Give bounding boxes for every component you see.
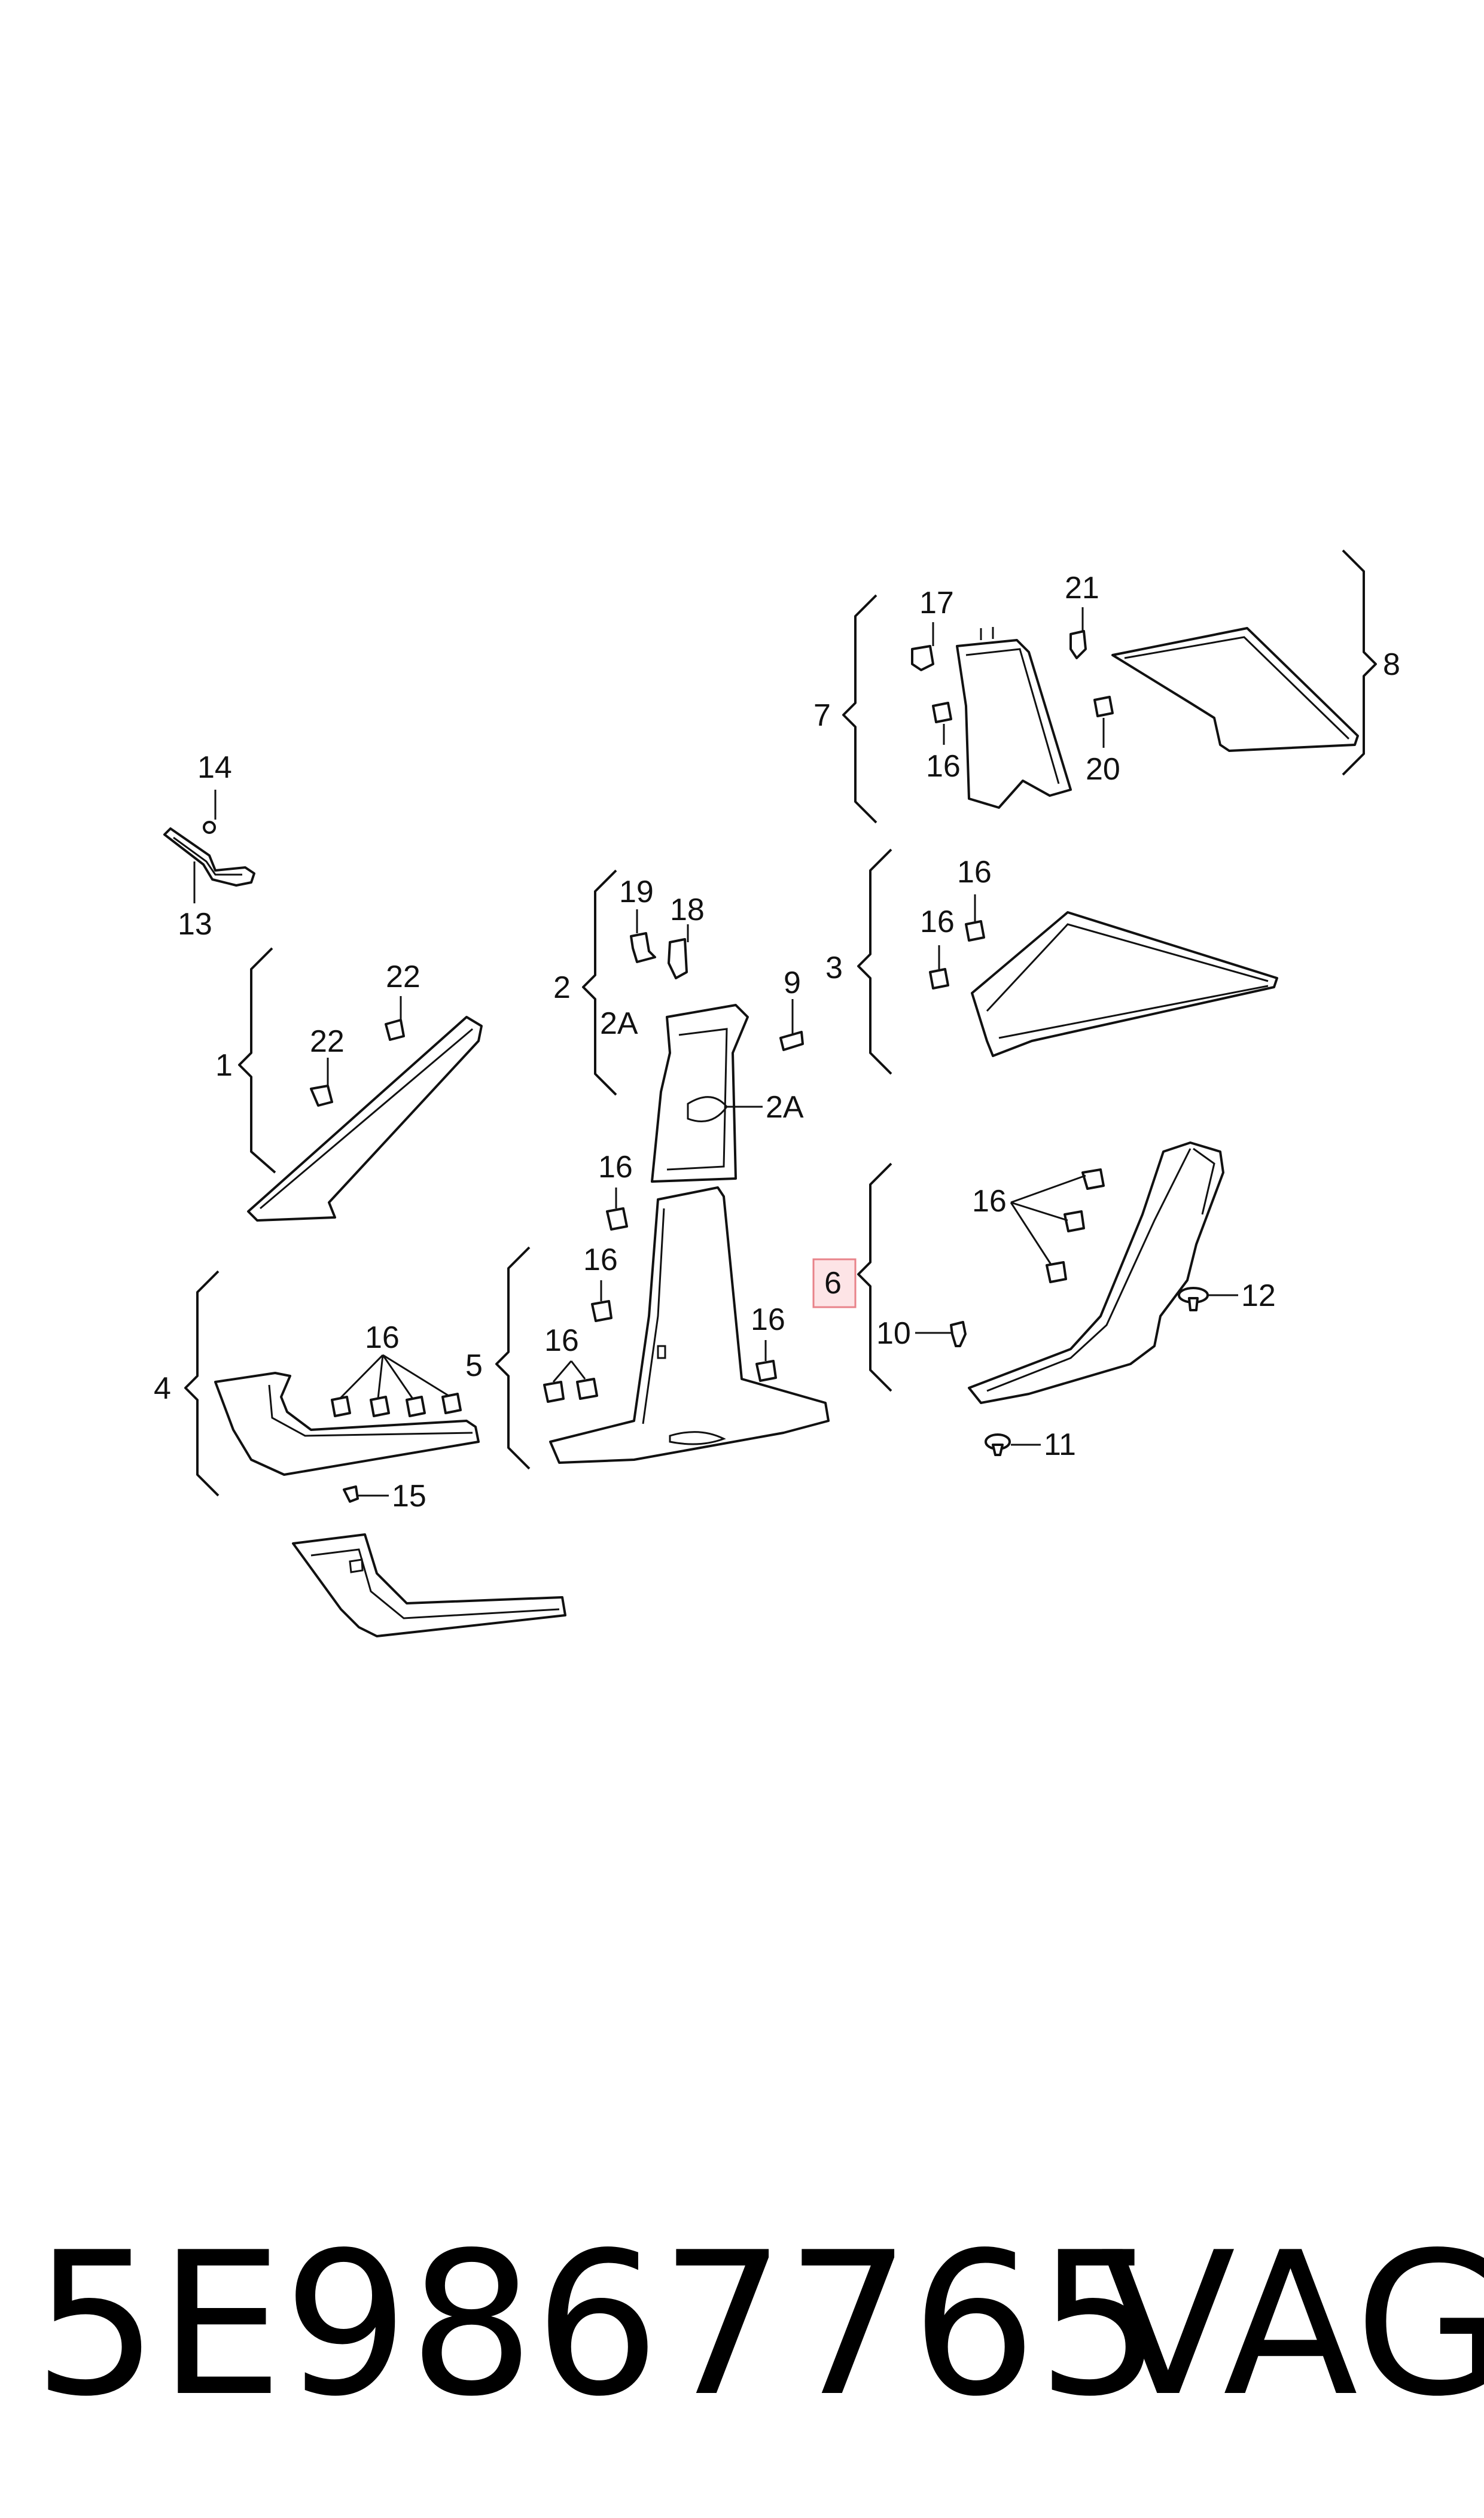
label-5: 5 [465,1348,483,1383]
label-6: 6 [824,1266,842,1301]
label-2: 2 [553,970,571,1005]
bracket-part-13 [163,790,255,903]
label-22-a: 22 [386,960,420,994]
label-18: 18 [670,893,705,927]
label-2a-upper: 2A [600,1006,638,1041]
label-16-d: 16 [598,1150,633,1185]
label-17: 17 [919,586,954,620]
sill-trim-part-4 [184,1270,480,1503]
label-16-e: 16 [583,1243,618,1277]
label-11: 11 [1044,1427,1076,1462]
label-8: 8 [1383,647,1400,682]
label-3: 3 [825,951,843,985]
label-16-h: 16 [365,1320,400,1355]
label-1: 1 [215,1048,233,1083]
label-20: 20 [1086,752,1120,787]
b-pillar-upper-trim-part-2 [582,869,804,1183]
d-pillar-lower-trim-part-6 [857,1141,1238,1456]
label-4: 4 [154,1371,171,1406]
label-22-b: 22 [310,1024,345,1059]
part-number: 5E9867765 [33,2210,1162,2440]
highlight-box-6 [812,1258,857,1308]
d-pillar-trim-part-8 [1069,549,1377,776]
label-19: 19 [619,875,654,909]
label-13: 13 [178,907,212,942]
scuff-plate [292,1533,566,1637]
label-16-b: 16 [920,905,955,939]
label-14: 14 [197,750,232,785]
label-2a-lower: 2A [766,1090,804,1125]
label-9: 9 [784,966,801,1000]
label-16-g: 16 [751,1302,785,1337]
a-pillar-trim-part-1 [238,947,483,1222]
label-21: 21 [1065,571,1099,605]
label-15: 15 [392,1479,426,1514]
label-16-i: 16 [972,1184,1007,1219]
brand-name: VAG [1101,2210,1484,2440]
label-7: 7 [813,698,831,733]
label-10: 10 [876,1316,911,1351]
label-16-c: 16 [926,749,961,784]
label-16-f: 16 [544,1323,579,1358]
labels: 1 2 2A 2A 3 4 5 6 7 8 9 10 11 12 13 14 1… [154,571,1400,1514]
label-12: 12 [1241,1278,1276,1313]
c-pillar-trim-part-7 [842,594,1072,824]
c-pillar-lower-trim-part-3 [857,848,1278,1075]
b-pillar-lower-trim-part-5 [495,1186,830,1470]
label-16-a: 16 [957,855,992,890]
